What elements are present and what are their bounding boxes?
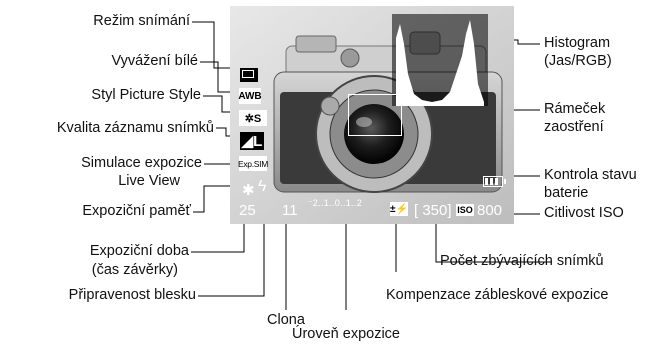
leader-histogram (510, 40, 540, 44)
label-iso: Citlivost ISO (544, 205, 624, 222)
label-histogram-line1: Histogram (544, 35, 610, 52)
shutter-speed-value: 25 (239, 202, 256, 219)
label-battery-line2: baterie (544, 185, 588, 202)
battery-icon (483, 176, 503, 187)
aperture-value: 11 (282, 202, 298, 219)
label-flash-ready: Připravenost blesku (20, 287, 196, 304)
label-drive-mode: Režim snímání (50, 13, 190, 30)
quality-icon: ◢L (240, 132, 264, 150)
label-exposure-sim-line2: Live View (40, 173, 180, 190)
picture-style-icon: ✲S (239, 110, 267, 126)
label-shots-remaining: Počet zbývajících snímků (440, 253, 604, 270)
label-quality: Kvalita záznamu snímků (0, 120, 214, 137)
iso-value: 800 (477, 202, 502, 219)
label-af-frame-line1: Rámeček (544, 101, 605, 118)
label-ae-lock: Expoziční paměť (20, 203, 191, 220)
label-battery-line1: Kontrola stavu (544, 167, 637, 184)
awb-icon: AWB (239, 88, 261, 104)
label-shutter-line2: (čas závěrky) (40, 262, 178, 279)
single-shot-icon (240, 68, 258, 82)
label-white-balance: Vyvážení bílé (50, 53, 198, 70)
label-flash-exposure-comp: Kompenzace zábleskové expozice (386, 287, 608, 304)
label-exposure-sim-line1: Simulace expozice (40, 155, 202, 172)
af-frame (348, 94, 402, 136)
label-picture-style: Styl Picture Style (40, 87, 201, 104)
exposure-level-scale: ⁻2‥1‥0‥1‥2 (308, 198, 362, 209)
exposure-sim-icon: Exp.SIM (239, 156, 267, 171)
label-exposure-level: Úroveň expozice (286, 326, 406, 343)
flash-exposure-comp-icon: ±⚡ (390, 202, 408, 216)
leader-shutter (191, 222, 244, 252)
label-af-frame-line2: zaostření (544, 119, 604, 136)
histogram (392, 14, 488, 106)
shots-remaining-value: [ 350] (414, 202, 452, 219)
flash-ready-icon: ϟ (258, 178, 266, 196)
label-histogram-line2: (Jas/RGB) (544, 53, 612, 70)
label-shutter-line1: Expoziční doba (40, 243, 189, 260)
ae-lock-icon: ✱ (242, 181, 255, 199)
iso-icon: ISO (456, 204, 474, 216)
live-view-screen: AWB ✲S ◢L Exp.SIM ✱ ϟ 25 11 ⁻2‥1‥0‥1‥2 ±… (230, 6, 514, 224)
